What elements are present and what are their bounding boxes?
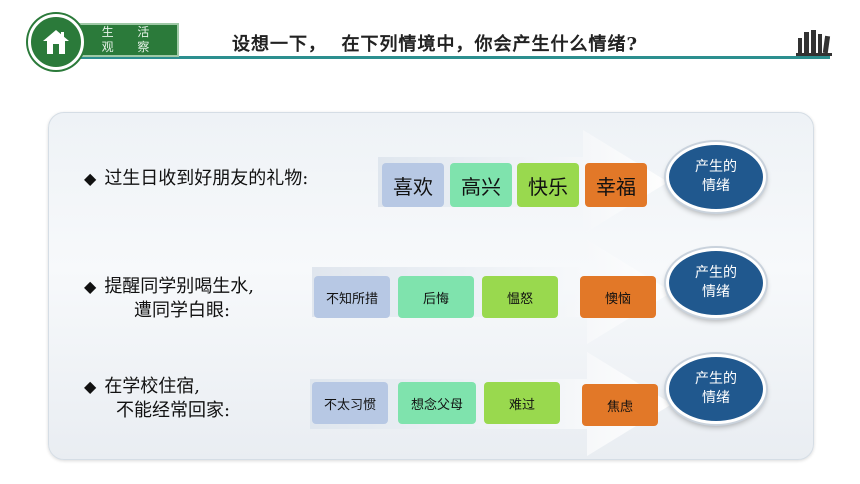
emotion-box: 后悔 <box>398 276 474 318</box>
diamond-icon: ◆ <box>84 377 97 396</box>
page-title: 设想一下， 在下列情境中，你会产生什么情绪? <box>232 34 639 55</box>
result-oval: 产生的情绪 <box>666 354 766 424</box>
emotion-box: 不知所措 <box>314 276 390 318</box>
question-1: ◆过生日收到好朋友的礼物: <box>84 168 309 189</box>
emotion-box: 快乐 <box>517 163 579 207</box>
diamond-icon: ◆ <box>84 169 97 188</box>
diamond-icon: ◆ <box>84 277 97 296</box>
emotion-box: 愠怒 <box>482 276 558 318</box>
question-3: ◆在学校住宿, 不能经常回家: <box>84 376 231 421</box>
home-icon <box>43 30 69 54</box>
question-2: ◆提醒同学别喝生水, 遭同学白眼: <box>84 276 255 321</box>
emotion-box: 不太习惯 <box>312 382 388 424</box>
emotion-box: 喜欢 <box>382 163 444 207</box>
emotion-result-box: 懊恼 <box>580 276 656 318</box>
emotion-result-box: 焦虑 <box>582 384 658 426</box>
home-badge[interactable] <box>28 14 84 70</box>
result-oval: 产生的情绪 <box>666 248 766 318</box>
emotion-box: 高兴 <box>450 163 512 207</box>
section-label: 生 活 观 察 <box>64 23 179 57</box>
header-divider <box>70 56 830 59</box>
emotion-box: 难过 <box>484 382 560 424</box>
emotion-result-box: 幸福 <box>585 163 647 207</box>
books-icon <box>796 30 832 56</box>
emotion-box: 想念父母 <box>398 382 476 424</box>
result-oval: 产生的情绪 <box>666 142 766 212</box>
